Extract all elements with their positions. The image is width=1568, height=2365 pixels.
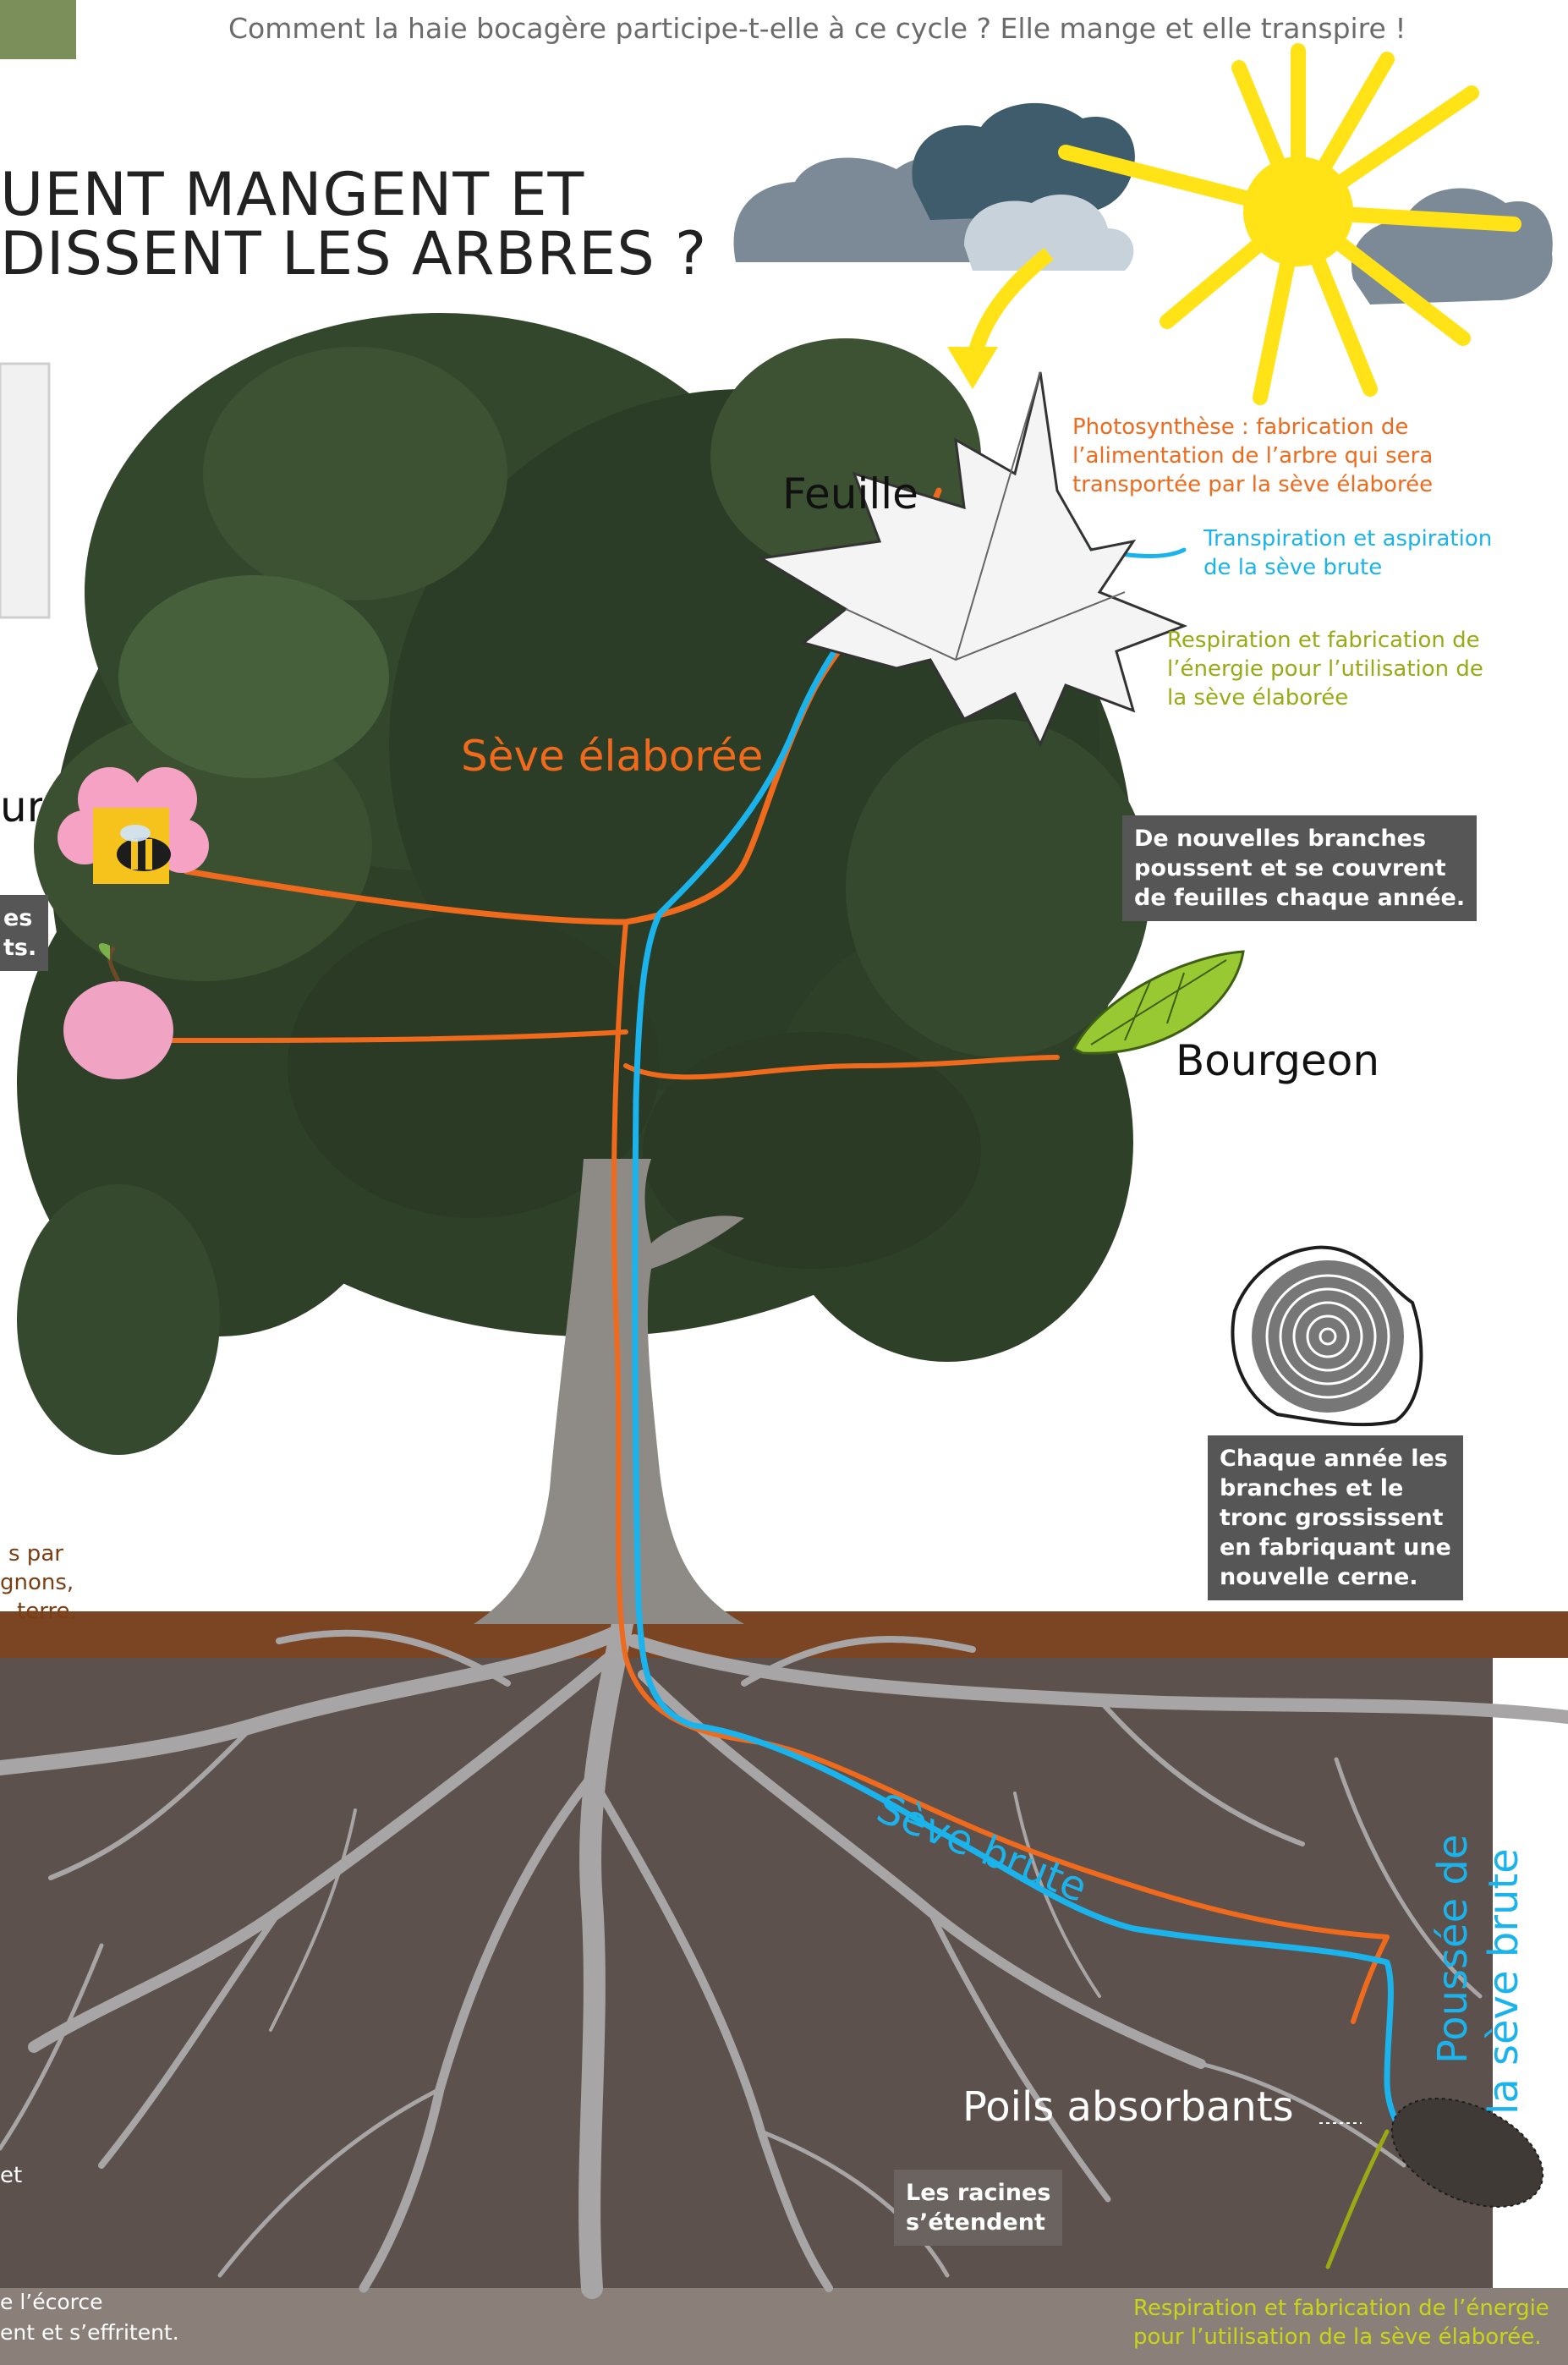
label-poils-absorbants: Poils absorbants <box>962 2083 1294 2131</box>
label-bourgeon: Bourgeon <box>1176 1036 1379 1085</box>
sun-icon <box>1066 51 1514 398</box>
page-title-line2: DISSENT LES ARBRES ? <box>0 224 707 283</box>
label-fleur-partial: ur <box>0 782 42 831</box>
tree-ring-icon <box>1232 1248 1421 1425</box>
note-respiration-bottom: Respiration et fabrication de l’énergie … <box>1133 2294 1549 2351</box>
footer-left-text: e l’écorce ent et s’effritent. <box>0 2287 220 2348</box>
partial-card <box>0 364 49 617</box>
label-poussee-line2: la sève brute <box>1480 1848 1527 2115</box>
header-subtitle: Comment la haie bocagère participe-t-ell… <box>228 12 1548 45</box>
page-title-line1: UENT MANGENT ET <box>0 165 584 224</box>
note-left-et: et <box>0 2161 22 2190</box>
box-racines: Les racines s’étendent <box>894 2170 1062 2246</box>
soil-band <box>0 1611 1568 1658</box>
thumbnail-photo-icon <box>0 0 76 59</box>
box-cerne: Chaque année les branches et le tronc gr… <box>1208 1435 1463 1600</box>
note-transpiration: Transpiration et aspiration de la sève b… <box>1203 524 1492 582</box>
label-seve-elaboree: Sève élaborée <box>461 732 763 781</box>
note-respiration-top: Respiration et fabrication de l’énergie … <box>1167 626 1483 712</box>
note-left-partial: s par gnons, terre. <box>0 1539 77 1626</box>
label-poussee-line1: Poussée de <box>1429 1835 1477 2064</box>
note-photosynthese: Photosynthèse : fabrication de l’aliment… <box>1072 413 1433 499</box>
label-feuille: Feuille <box>782 469 918 519</box>
box-left-partial: es ts. <box>0 895 48 971</box>
box-nouvelles-branches: De nouvelles branches poussent et se cou… <box>1122 815 1477 921</box>
cloud-icon <box>734 103 1553 305</box>
